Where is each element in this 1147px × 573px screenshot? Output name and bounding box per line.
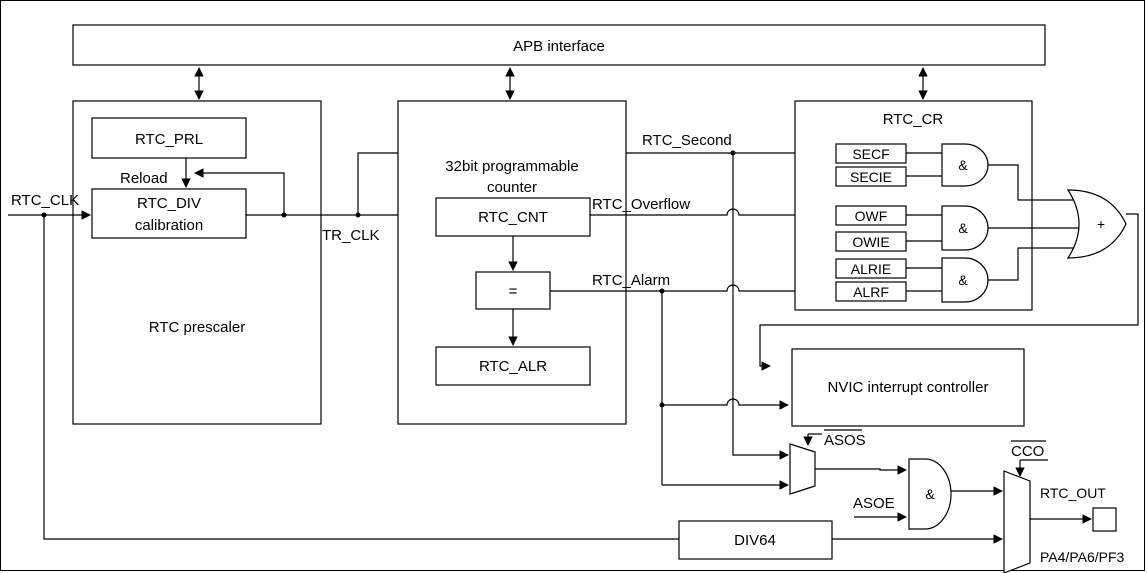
asoe-label: ASOE bbox=[853, 495, 895, 512]
or-gate-symbol: + bbox=[1097, 216, 1105, 232]
rtc-alr-label: RTC_ALR bbox=[479, 358, 547, 375]
compare-block bbox=[475, 271, 551, 310]
rtc-div-label: RTC_DIV bbox=[137, 195, 201, 212]
secf-label: SECF bbox=[852, 146, 889, 162]
and-gate-alarm bbox=[941, 257, 989, 303]
rtc-cr-label: RTC_CR bbox=[883, 111, 944, 128]
rtc-cnt-register bbox=[435, 197, 591, 237]
rtc-clk-to-div64-wire bbox=[43, 215, 679, 540]
rtc-prl-register bbox=[91, 117, 247, 159]
and-gate-asoe-symbol: & bbox=[925, 486, 935, 502]
and-gate-asoe bbox=[908, 458, 952, 530]
and-alarm-or-wire bbox=[988, 247, 1080, 281]
mux-to-and-wire bbox=[815, 465, 907, 475]
second-to-mux-wire bbox=[732, 153, 789, 460]
out-pad-pins-label: PA4/PA6/PF3 bbox=[1040, 549, 1125, 565]
secie-label: SECIE bbox=[850, 169, 892, 185]
owf-label: OWF bbox=[855, 208, 888, 224]
cco-label: CCO bbox=[1011, 443, 1044, 460]
apb-interface-block bbox=[72, 24, 1046, 66]
compare-label: = bbox=[509, 283, 518, 300]
alrie-label: ALRIE bbox=[851, 261, 891, 277]
rtc-out-label: RTC_OUT bbox=[1040, 485, 1106, 501]
rtc-alr-register bbox=[435, 346, 591, 386]
and-second-or-wire bbox=[988, 164, 1080, 201]
rtc-alarm-label: RTC_Alarm bbox=[592, 272, 670, 289]
cco-mux bbox=[1003, 470, 1031, 573]
rtc-second-wire bbox=[357, 148, 834, 215]
counter-title-backdrop bbox=[418, 156, 606, 192]
alrf-label: ALRF bbox=[853, 284, 889, 300]
rtc-prescaler-label: RTC prescaler bbox=[149, 319, 245, 336]
and-gate-second-symbol: & bbox=[958, 157, 968, 173]
div-out-junction bbox=[281, 212, 287, 218]
tr-clk-label: TR_CLK bbox=[322, 227, 380, 244]
nvic-block bbox=[791, 348, 1025, 427]
div64-label: DIV64 bbox=[734, 532, 776, 549]
rtc-out-pad bbox=[1092, 507, 1117, 532]
and-gate-second bbox=[941, 143, 989, 187]
rtc-prl-label: RTC_PRL bbox=[135, 131, 203, 148]
asos-label: ASOS bbox=[824, 432, 866, 449]
or-gate-interrupt bbox=[1066, 189, 1127, 259]
rtc-second-label: RTC_Second bbox=[642, 132, 732, 149]
counter-title-line1: 32bit programmable bbox=[445, 158, 578, 175]
owie-label: OWIE bbox=[852, 234, 889, 250]
rtc-overflow-label: RTC_Overflow bbox=[592, 196, 690, 213]
rtc-div-register bbox=[91, 188, 247, 239]
rtc-clk-label: RTC_CLK bbox=[11, 192, 79, 209]
asos-mux bbox=[789, 443, 816, 495]
div64-block bbox=[678, 520, 833, 560]
and-gate-alarm-symbol: & bbox=[958, 272, 968, 288]
rtc-cnt-label: RTC_CNT bbox=[478, 209, 548, 226]
interrupt-to-nvic-wire bbox=[759, 213, 1139, 371]
counter-title-line2: counter bbox=[487, 179, 537, 196]
and-gate-overflow bbox=[941, 205, 989, 251]
alarm-to-nvic-wire bbox=[662, 398, 789, 410]
and-gate-overflow-symbol: & bbox=[958, 220, 968, 236]
div-feedback-wire bbox=[194, 168, 285, 215]
rtc-div-calibration-label: calibration bbox=[135, 217, 203, 234]
reload-label: Reload bbox=[120, 170, 168, 187]
nvic-label: NVIC interrupt controller bbox=[828, 379, 989, 396]
rtc-cr-block bbox=[794, 100, 1033, 311]
apb-interface-label: APB interface bbox=[513, 38, 605, 55]
